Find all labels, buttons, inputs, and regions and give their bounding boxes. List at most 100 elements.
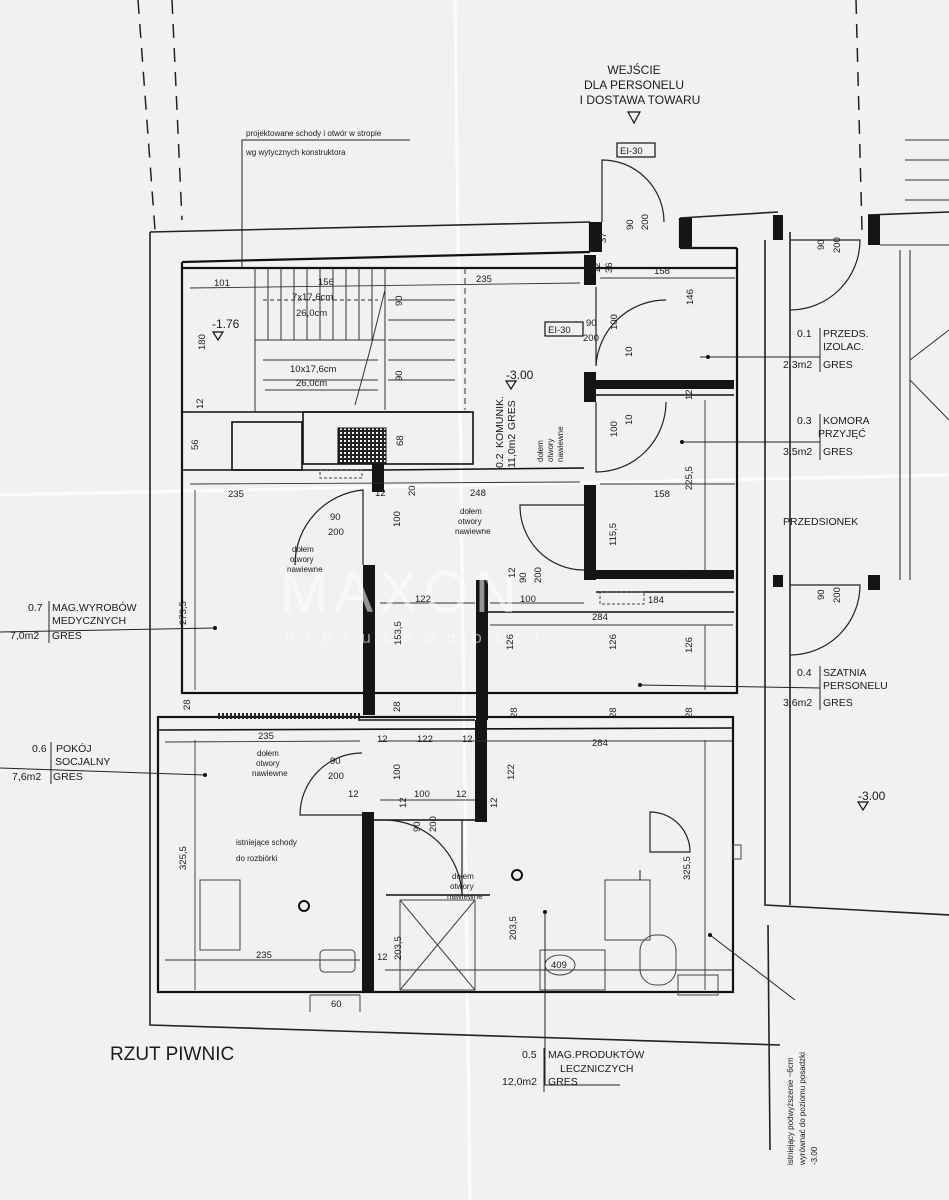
svg-text:284: 284 [592, 738, 608, 749]
plan-title: RZUT PIWNIC [110, 1044, 234, 1065]
svg-text:12: 12 [375, 488, 386, 499]
partitions [157, 394, 737, 896]
svg-text:184: 184 [648, 595, 664, 606]
svg-text:nawiewne: nawiewne [287, 565, 323, 574]
svg-text:37: 37 [684, 229, 695, 240]
svg-text:12: 12 [462, 734, 473, 745]
svg-text:325,5: 325,5 [178, 846, 189, 870]
svg-text:90: 90 [394, 370, 405, 381]
svg-text:200: 200 [328, 527, 344, 538]
svg-text:200: 200 [328, 771, 344, 782]
room-area: 2,3m2 [783, 359, 812, 371]
svg-text:12: 12 [592, 262, 603, 273]
svg-text:12: 12 [682, 569, 693, 580]
room-area: 7,0m2 [10, 630, 39, 642]
svg-text:126: 126 [608, 634, 619, 650]
przedsionek-label: PRZEDSIONEK [783, 516, 858, 528]
floor-note: istniejący podwyższenie ~6cm wyrównać do… [786, 1052, 819, 1166]
stairs-note-1: projektowane schody i otwór w stropie [246, 129, 382, 138]
svg-text:12: 12 [489, 797, 500, 808]
svg-text:otwory: otwory [546, 438, 555, 462]
room-0-7: 0.7 MAG.WYROBÓW MEDYCZNYCH 7,0m2 GRES [10, 601, 137, 643]
room-0-5: 0.5 MAG.PRODUKTÓW LECZNICZYCH 12,0m2 GRE… [502, 1048, 644, 1092]
level-corridor: -3.00 [506, 368, 534, 382]
svg-text:nawiewne: nawiewne [556, 426, 565, 462]
room-floor: GRES [548, 1076, 578, 1088]
svg-text:200: 200 [428, 816, 439, 832]
svg-text:12: 12 [195, 398, 206, 409]
svg-text:nawiewne: nawiewne [447, 892, 483, 901]
svg-text:12: 12 [684, 389, 695, 400]
svg-text:90: 90 [394, 295, 405, 306]
svg-text:100: 100 [609, 421, 620, 437]
svg-text:12: 12 [507, 567, 518, 578]
svg-text:90: 90 [330, 512, 341, 523]
fire-rating-box-2 [544, 321, 584, 337]
vent-grilles [218, 250, 911, 719]
vent-note-1: dołem otwory nawiewne [287, 545, 323, 574]
svg-text:122: 122 [415, 594, 431, 605]
room-name: POKÓJ [56, 742, 92, 755]
svg-text:wyrównać do poziomu posadzki: wyrównać do poziomu posadzki [798, 1052, 807, 1166]
svg-text:273,5: 273,5 [178, 601, 189, 625]
svg-text:100: 100 [414, 789, 430, 800]
svg-text:200: 200 [832, 587, 843, 603]
stairs-note-2: wg wytycznych konstruktora [245, 148, 346, 157]
room-area: 7,6m2 [12, 771, 41, 783]
svg-text:90: 90 [816, 589, 827, 600]
room-0-6: 0.6 POKÓJ SOCJALNY 7,6m2 GRES [12, 742, 110, 784]
svg-text:126: 126 [684, 637, 695, 653]
room-name: KOMORA [823, 415, 870, 427]
svg-text:200: 200 [832, 237, 843, 253]
room-floor: GRES [52, 630, 82, 642]
svg-text:203,5: 203,5 [508, 916, 519, 940]
svg-text:90: 90 [586, 318, 597, 329]
entrance-label-1: WEJŚCIE [607, 62, 660, 77]
svg-text:100: 100 [520, 594, 536, 605]
svg-text:235: 235 [476, 274, 492, 285]
watermark-main: MAXON [280, 560, 523, 625]
svg-text:325,5: 325,5 [682, 856, 693, 880]
vent-note-2: dołem otwory nawiewne [455, 507, 491, 536]
svg-text:115,5: 115,5 [608, 523, 619, 546]
room-floor: GRES [823, 359, 853, 371]
room-name-2: IZOLAC. [823, 341, 864, 353]
svg-text:90: 90 [518, 572, 529, 583]
door-swings [294, 159, 861, 896]
room-0-4: 0.4 SZATNIA PERSONELU 3,6m2 GRES [783, 666, 888, 710]
room-name: SZATNIA [823, 667, 867, 679]
svg-text:284: 284 [592, 612, 608, 623]
svg-text:146: 146 [685, 289, 696, 305]
svg-text:otwory: otwory [290, 555, 314, 564]
interior-walls [362, 215, 880, 992]
svg-text:37: 37 [598, 232, 609, 243]
svg-text:122: 122 [506, 764, 517, 780]
svg-text:dołem: dołem [292, 545, 314, 554]
svg-text:100: 100 [392, 764, 403, 780]
room-name: MAG.WYROBÓW [52, 601, 137, 614]
svg-text:200: 200 [533, 567, 544, 583]
svg-text:12: 12 [398, 797, 409, 808]
svg-text:90: 90 [816, 239, 827, 250]
fire-rating-1: EI-30 [620, 146, 643, 157]
room-area: 11,0m2 [506, 434, 518, 468]
room-id: 0.1 [797, 328, 812, 340]
right-stair [880, 139, 949, 421]
room-area: 3,6m2 [783, 697, 812, 709]
svg-text:156: 156 [318, 277, 334, 288]
room-floor: GRES [823, 446, 853, 458]
svg-text:158: 158 [654, 266, 670, 277]
svg-text:otwory: otwory [458, 517, 482, 526]
svg-text:235: 235 [228, 489, 244, 500]
svg-text:126: 126 [505, 634, 516, 650]
svg-text:100: 100 [609, 314, 620, 330]
svg-text:28: 28 [509, 707, 520, 718]
stair-dim-2: 26,0cm [296, 308, 327, 319]
svg-text:nawiewne: nawiewne [252, 769, 288, 778]
svg-text:409: 409 [551, 960, 567, 971]
room-area: 3,5m2 [783, 446, 812, 458]
room-name: KOMUNIK. [494, 396, 506, 448]
room-area: 12,0m2 [502, 1076, 537, 1088]
svg-text:28: 28 [684, 707, 695, 718]
existing-stairs-note-1: istniejące schody [236, 838, 297, 847]
